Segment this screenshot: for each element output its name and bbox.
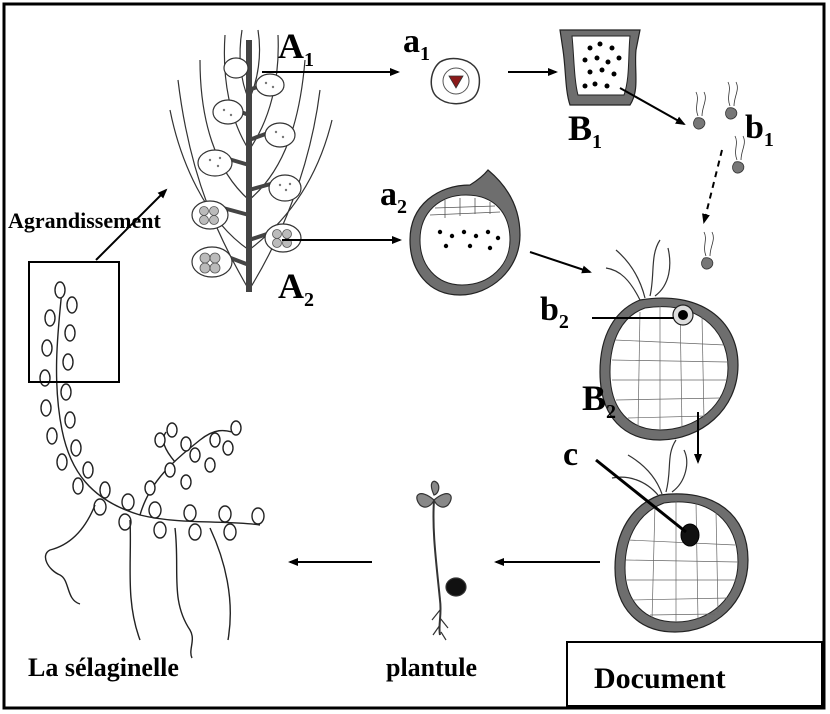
label-a2: a2: [380, 176, 407, 218]
antherozoids-b1: [693, 81, 745, 270]
label-agrandissement: Agrandissement: [8, 208, 161, 233]
dashed-arrow-b1-to-B2: [702, 149, 723, 224]
label-plantule: plantule: [386, 653, 477, 682]
plantule-seedling: [416, 480, 467, 641]
strobilus: [169, 29, 333, 292]
female-gametophyte-B2: [592, 239, 739, 441]
label-B2: B2: [582, 378, 616, 423]
label-selaginelle: La sélaginelle: [28, 653, 179, 682]
arrow-a2-to-B2: [529, 251, 592, 274]
label-document: Document: [594, 662, 726, 695]
fertilized-gametophyte: [595, 439, 749, 633]
selaginella-plant: [39, 281, 265, 659]
label-b1: b1: [745, 109, 774, 151]
label-A1: A1: [278, 26, 314, 71]
label-a1: a1: [403, 23, 430, 65]
male-gametophyte-B1: [559, 29, 641, 106]
microspore-a1: [430, 57, 481, 105]
megaspore-a2: [409, 169, 521, 296]
arrow-B1-to-b1: [619, 87, 686, 125]
label-c: c: [563, 436, 578, 473]
magnification-box: [28, 261, 120, 383]
label-B1: B1: [568, 108, 602, 153]
arrow-agrandissement: [95, 188, 168, 261]
label-A2: A2: [278, 266, 314, 311]
label-b2: b2: [540, 291, 569, 333]
document-box: [566, 641, 823, 707]
